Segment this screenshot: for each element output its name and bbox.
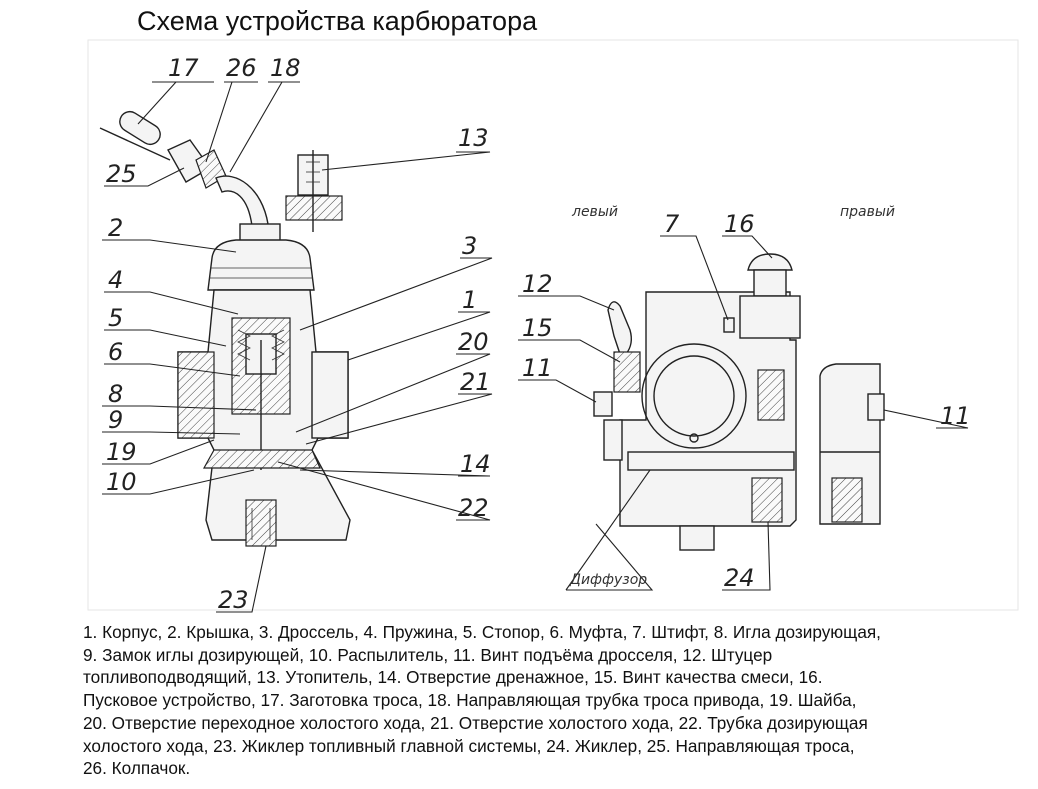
- callout-numbers: 17 26 18 25 13 2 3 4 1 5 20 6 21 8 9 19 …: [106, 54, 971, 614]
- callout-24: 24: [724, 564, 755, 592]
- callout-20: 20: [458, 328, 489, 356]
- carburetor-diagram: левый правый: [87, 39, 1019, 614]
- callout-23: 23: [218, 586, 249, 614]
- callout-13: 13: [458, 124, 489, 152]
- diffuser-label: Диффузор: [569, 572, 647, 588]
- atomizer-base: [202, 449, 321, 469]
- callout-11-right: 11: [940, 402, 971, 430]
- callout-19: 19: [106, 438, 137, 466]
- bore-inner: [653, 355, 735, 437]
- callout-12: 12: [522, 270, 553, 298]
- mixture-screw: [613, 351, 641, 393]
- callout-17: 17: [168, 54, 199, 82]
- throttle-stop-screw-left: [593, 391, 613, 417]
- callout-4: 4: [108, 266, 123, 294]
- callout-26: 26: [226, 54, 257, 82]
- leader-lines: [102, 81, 969, 613]
- callout-14: 14: [460, 450, 491, 478]
- scan-frame: [87, 39, 1019, 611]
- callout-1: 1: [462, 286, 477, 314]
- main-jet: [245, 499, 277, 547]
- callout-9: 9: [108, 406, 123, 434]
- callout-25: 25: [106, 160, 137, 188]
- heater-detail: [285, 150, 343, 232]
- drain-boss: [679, 525, 715, 551]
- side-view: левый правый: [571, 204, 895, 551]
- fuel-inlet: [607, 301, 633, 355]
- bore-outer: [641, 343, 747, 449]
- inlet-pipe: [177, 351, 215, 439]
- outlet-pipe: [311, 351, 349, 439]
- parts-legend: 1. Корпус, 2. Крышка, 3. Дроссель, 4. Пр…: [83, 622, 881, 779]
- callout-10: 10: [106, 468, 137, 496]
- callout-5: 5: [108, 304, 123, 332]
- callout-18: 18: [270, 54, 301, 82]
- view-label-right: правый: [840, 204, 895, 220]
- throttle-stop-screw-right: [867, 393, 885, 421]
- callout-15: 15: [522, 314, 553, 342]
- callout-3: 3: [462, 232, 477, 260]
- view-label-left: левый: [571, 204, 618, 220]
- callout-11-left: 11: [522, 354, 553, 382]
- callout-6: 6: [108, 338, 123, 366]
- diagram-title: Схема устройства карбюратора: [137, 6, 538, 36]
- start-plunger: [757, 369, 785, 421]
- side-jet: [751, 477, 783, 523]
- callout-22: 22: [458, 494, 489, 522]
- callout-7: 7: [664, 210, 680, 238]
- callout-2: 2: [108, 214, 123, 242]
- section-view: [99, 110, 351, 547]
- start-device-body: [739, 295, 801, 339]
- pin: [723, 317, 735, 333]
- callout-16: 16: [724, 210, 755, 238]
- cable-wire: [99, 127, 171, 161]
- side-flange: [627, 451, 795, 471]
- guide-tube: [215, 175, 269, 227]
- callout-21: 21: [460, 368, 491, 396]
- cover: [207, 239, 315, 291]
- start-knob: [747, 253, 793, 271]
- callout-8: 8: [108, 380, 123, 408]
- cable-blank: [119, 110, 161, 146]
